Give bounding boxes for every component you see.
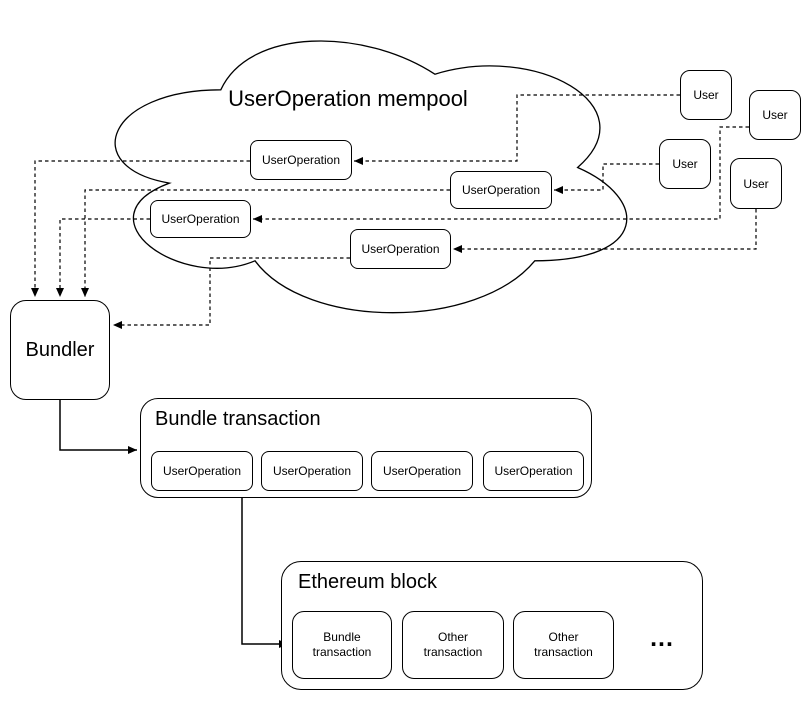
connector-mempool-op2-to-bundler [81, 189, 450, 297]
bundler-box: Bundler [10, 300, 110, 400]
user-box-3: User [659, 139, 711, 189]
ethereum-other-transaction-2: Other transaction [513, 611, 614, 679]
ethereum-block-title: Ethereum block [298, 571, 437, 593]
mempool-useroperation-3: UserOperation [150, 200, 251, 238]
bundle-transaction-container: Bundle transaction UserOperation UserOpe… [140, 398, 592, 498]
mempool-cloud-outline [114, 40, 628, 314]
mempool-useroperation-2: UserOperation [450, 171, 552, 209]
connector-user3-to-mempool-op2 [554, 163, 659, 194]
connector-user2-to-mempool-op3 [253, 126, 749, 223]
mempool-title: UserOperation mempool [228, 86, 468, 111]
mempool-useroperation-1: UserOperation [250, 140, 352, 180]
mempool-useroperation-4: UserOperation [350, 229, 451, 269]
bundle-useroperation-2: UserOperation [261, 451, 363, 491]
ethereum-more-transactions-ellipsis: ... [650, 623, 674, 652]
connector-user1-to-mempool-op1 [354, 94, 680, 165]
connector-bundle-transaction-to-ethereum-block [241, 498, 288, 648]
bundle-transaction-title: Bundle transaction [155, 408, 321, 430]
connector-mempool-op1-to-bundler [31, 160, 250, 297]
ethereum-bundle-transaction: Bundle transaction [292, 611, 392, 679]
ethereum-other-transaction-1: Other transaction [402, 611, 504, 679]
user-box-1: User [680, 70, 732, 120]
bundle-useroperation-4: UserOperation [483, 451, 584, 491]
bundle-useroperation-3: UserOperation [371, 451, 473, 491]
bundle-useroperation-1: UserOperation [151, 451, 253, 491]
ethereum-block-container: Ethereum block Bundle transaction Other … [281, 561, 703, 690]
user-box-2: User [749, 90, 801, 140]
connector-user4-to-mempool-op4 [453, 209, 757, 253]
connector-mempool-op4-to-bundler [113, 257, 350, 329]
connector-bundler-to-bundle-transaction [59, 400, 137, 454]
user-box-4: User [730, 158, 782, 209]
